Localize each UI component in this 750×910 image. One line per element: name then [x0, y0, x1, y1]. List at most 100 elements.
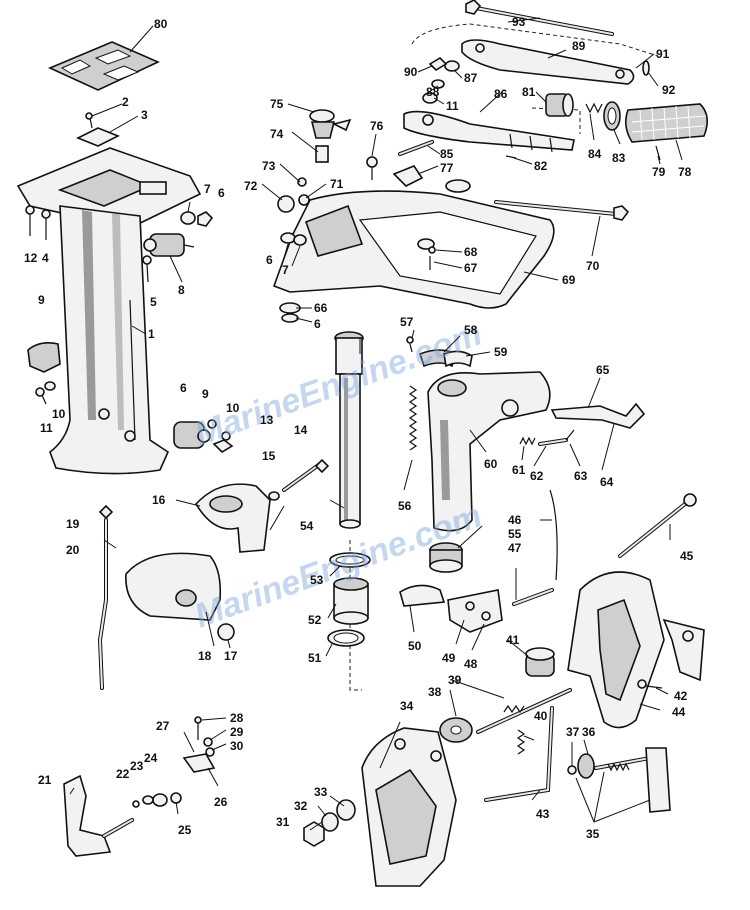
- callout-3: 3: [141, 108, 148, 122]
- leader-lines: [69, 17, 683, 831]
- callout-46: 46: [508, 513, 522, 527]
- callout-17: 17: [224, 649, 238, 663]
- callout-70: 70: [586, 259, 600, 273]
- callout-37: 37: [566, 725, 580, 739]
- callout-50: 50: [408, 639, 422, 653]
- callout-87: 87: [464, 71, 478, 85]
- callout-80: 80: [154, 17, 168, 31]
- axis-line-89: [411, 23, 659, 57]
- callout-43: 43: [536, 807, 550, 821]
- callout-67: 67: [464, 261, 478, 275]
- part-51-53-rings-bushing: [327, 552, 371, 647]
- part-8-component: [143, 233, 195, 257]
- part-2-3-screw-plate: [76, 112, 120, 147]
- callout-74: 74: [270, 127, 284, 141]
- part-67-68-fasteners: [428, 246, 436, 270]
- part-5-screw: [142, 255, 152, 283]
- callout-69: 69: [562, 273, 576, 287]
- part-38-43-washer-rod-spring: [439, 688, 572, 802]
- part-26-30-small-assembly: [182, 716, 216, 773]
- callout-labels: 80 2 3 7 6 12 4 8 5 1 9 10 11 6 9 10 13 …: [24, 15, 694, 841]
- callout-89: 89: [572, 39, 586, 53]
- callout-32: 32: [294, 799, 308, 813]
- callout-85: 85: [440, 147, 454, 161]
- callout-86: 86: [494, 87, 508, 101]
- part-81-82-bushing-pin: [505, 93, 574, 159]
- part-31-33-nuts: [303, 799, 356, 847]
- callout-82: 82: [534, 159, 548, 173]
- callout-24: 24: [144, 751, 158, 765]
- part-60-bracket-arm: [427, 371, 551, 532]
- callout-72: 72: [244, 179, 258, 193]
- callout-33: 33: [314, 785, 328, 799]
- callout-83: 83: [612, 151, 626, 165]
- part-1-exhaust-housing: [16, 147, 202, 475]
- callout-91: 91: [656, 47, 670, 61]
- part-86-steering-handle: [403, 110, 575, 153]
- part-83-84-spring-ring: [585, 101, 621, 131]
- callout-88: 88: [426, 85, 440, 99]
- callout-40: 40: [534, 709, 548, 723]
- callout-93: 93: [512, 15, 526, 29]
- callout-58: 58: [464, 323, 478, 337]
- callout-54: 54: [300, 519, 314, 533]
- part-9-bracket: [27, 342, 61, 373]
- callout-60: 60: [484, 457, 498, 471]
- callout-63: 63: [574, 469, 588, 483]
- callout-30: 30: [230, 739, 244, 753]
- callout-9: 9: [38, 293, 45, 307]
- part-85-pin: [398, 140, 434, 156]
- part-58-59-clips: [419, 349, 473, 368]
- callout-29: 29: [230, 725, 244, 739]
- callout-48: 48: [464, 657, 478, 671]
- part-41-cylinder: [525, 647, 555, 677]
- callout-13: 13: [260, 413, 274, 427]
- callout-4: 4: [42, 251, 49, 265]
- callout-14: 14: [294, 423, 308, 437]
- callout-23: 23: [130, 759, 144, 773]
- callout-75: 75: [270, 97, 284, 111]
- callout-57: 57: [400, 315, 414, 329]
- part-71-77-steering-pieces: [277, 109, 424, 213]
- part-80-gasket: [48, 41, 160, 91]
- callout-15: 15: [262, 449, 276, 463]
- callout-11: 11: [40, 421, 53, 435]
- callout-6b: 6: [266, 253, 273, 267]
- callout-56: 56: [398, 499, 412, 513]
- callout-78: 78: [678, 165, 692, 179]
- callout-12: 12: [24, 251, 38, 265]
- part-22-25-small-parts: [132, 792, 182, 808]
- part-42-screw: [637, 679, 663, 689]
- callout-41: 41: [506, 633, 520, 647]
- callout-21: 21: [38, 773, 52, 787]
- callout-6c: 6: [314, 317, 321, 331]
- part-17-18-cover: [125, 552, 235, 641]
- callout-31: 31: [276, 815, 290, 829]
- callout-79: 79: [652, 165, 666, 179]
- callout-66: 66: [314, 301, 328, 315]
- part-48-50-clamp-plate: [399, 584, 503, 633]
- callout-2: 2: [122, 95, 129, 109]
- callout-18: 18: [198, 649, 212, 663]
- part-16-bracket: [195, 483, 271, 553]
- callout-64: 64: [600, 475, 614, 489]
- part-56-57-spring: [406, 336, 418, 451]
- callout-76: 76: [370, 119, 384, 133]
- part-78-79-grip: [624, 103, 708, 161]
- callout-5: 5: [150, 295, 157, 309]
- callout-27: 27: [156, 719, 170, 733]
- part-44-stern-bracket: [567, 571, 705, 729]
- part-35-37-screw-assembly: [567, 747, 671, 813]
- part-46-47-55-bushing-rods: [429, 489, 558, 606]
- callout-42: 42: [674, 689, 688, 703]
- part-89-93-arm-rod: [461, 0, 635, 85]
- callout-7b: 7: [282, 263, 289, 277]
- part-6-7-66-washers: [279, 232, 307, 323]
- part-10-11-left-fasteners: [35, 381, 56, 405]
- callout-68: 68: [464, 245, 478, 259]
- callout-16: 16: [152, 493, 166, 507]
- callout-22: 22: [116, 767, 130, 781]
- callout-1: 1: [148, 327, 155, 341]
